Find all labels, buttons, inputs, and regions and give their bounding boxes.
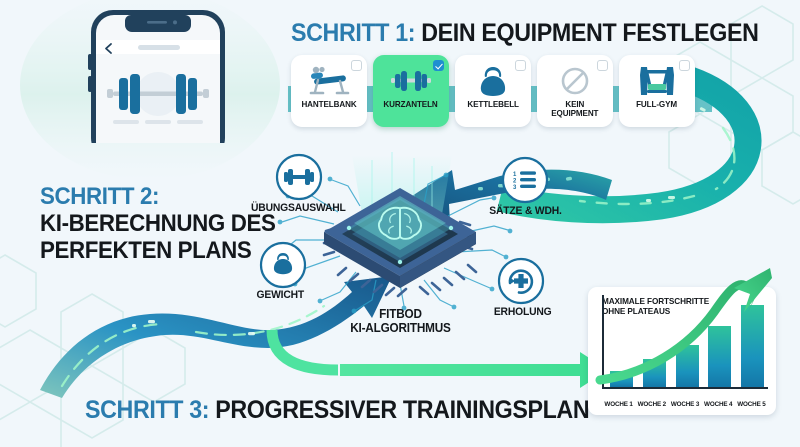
- chip-caption-line2: KI-ALGORITHMUS: [350, 321, 451, 335]
- ai-chip-brain-icon: [322, 188, 478, 298]
- node-icon-uebungsauswahl: [275, 153, 323, 201]
- brain-icon: [378, 206, 422, 240]
- chart-tick-label: WOCHE 4: [704, 401, 733, 408]
- chart-bar: [642, 359, 666, 388]
- circuit-traces: [277, 172, 513, 314]
- node-label-gewicht: GEWICHT: [256, 289, 305, 301]
- equipment-card-label: KURZANTELN: [383, 99, 439, 109]
- chart-bar: [708, 326, 732, 388]
- chart-plot-area: [602, 295, 768, 389]
- chart-bar: [675, 345, 699, 388]
- dumbbell-icon: [388, 62, 434, 100]
- svg-text:1: 1: [513, 172, 517, 178]
- no-equipment-icon: [560, 62, 590, 100]
- chip-caption: FITBOD KI-ALGORITHMUS: [350, 307, 451, 335]
- chart-tick-label: WOCHE 3: [670, 401, 700, 408]
- chart-bars: [610, 293, 764, 388]
- node-icon-saetze: 1 2 3: [501, 156, 549, 204]
- checkbox-kein-equipment[interactable]: [597, 60, 608, 71]
- node-label-saetze-wdh: SÄTZE & WDH.: [489, 205, 562, 217]
- equipment-card-kurzanteln[interactable]: KURZANTELN: [373, 55, 449, 127]
- equipment-card-label: KETTLEBELL: [467, 99, 519, 109]
- chart-bar: [610, 370, 633, 388]
- equipment-card-label: FULL-GYM: [636, 99, 678, 109]
- step3-heading: SCHRITT 3: PROGRESSIVER TRAININGSPLAN: [85, 396, 590, 425]
- step2-line2: KI-BERECHNUNG DES: [40, 210, 276, 237]
- step3-prefix: SCHRITT 3:: [85, 396, 210, 424]
- chart-tick-label: WOCHE 5: [737, 401, 766, 408]
- chart-x-axis: [602, 387, 768, 389]
- full-gym-icon: [634, 62, 680, 100]
- chart-bar: [741, 304, 764, 388]
- equipment-card-list: HANTELBANK KURZANTELN: [291, 55, 695, 127]
- step2-line3: PERFEKTEN PLANS: [40, 237, 252, 264]
- equipment-card-label: HANTELBANK: [301, 99, 357, 109]
- checkbox-kurzanteln[interactable]: [433, 60, 444, 71]
- step2-heading: SCHRITT 2: KI-BERECHNUNG DES PERFEKTEN P…: [40, 183, 276, 264]
- svg-text:2: 2: [513, 179, 517, 185]
- step2-prefix: SCHRITT 2:: [40, 183, 160, 210]
- node-icon-erholung: [497, 257, 545, 305]
- step1-prefix: SCHRITT 1:: [291, 19, 416, 47]
- svg-text:3: 3: [513, 185, 517, 191]
- step1-title: DEIN EQUIPMENT FESTLEGEN: [421, 19, 759, 47]
- equipment-card-full-gym[interactable]: FULL-GYM: [619, 55, 695, 127]
- barbell-icon: [107, 72, 209, 116]
- checkbox-hantelbank[interactable]: [351, 60, 362, 71]
- chart-y-axis: [602, 295, 604, 389]
- equipment-card-kettlebell[interactable]: KETTLEBELL: [455, 55, 531, 127]
- chip-caption-line1: FITBOD: [379, 307, 422, 321]
- phone-mockup: [88, 10, 225, 143]
- chart-tick-label: WOCHE 2: [637, 401, 666, 408]
- equipment-card-hantelbank[interactable]: HANTELBANK: [291, 55, 367, 127]
- node-label-uebungsauswahl: ÜBUNGSAUSWAHL: [251, 202, 346, 214]
- kettlebell-icon: [478, 62, 508, 100]
- weight-bench-icon: [307, 62, 351, 100]
- chart-x-tick-labels: WOCHE 1 WOCHE 2 WOCHE 3 WOCHE 4 WOCHE 5: [602, 401, 768, 408]
- step3-title: PROGRESSIVER TRAININGSPLAN: [215, 396, 590, 424]
- step1-heading: SCHRITT 1: DEIN EQUIPMENT FESTLEGEN: [291, 19, 759, 48]
- checkbox-kettlebell[interactable]: [515, 60, 526, 71]
- node-label-erholung: ERHOLUNG: [493, 306, 552, 318]
- chart-tick-label: WOCHE 1: [604, 401, 633, 408]
- chevron-left-icon: [105, 43, 112, 54]
- checkbox-full-gym[interactable]: [679, 60, 690, 71]
